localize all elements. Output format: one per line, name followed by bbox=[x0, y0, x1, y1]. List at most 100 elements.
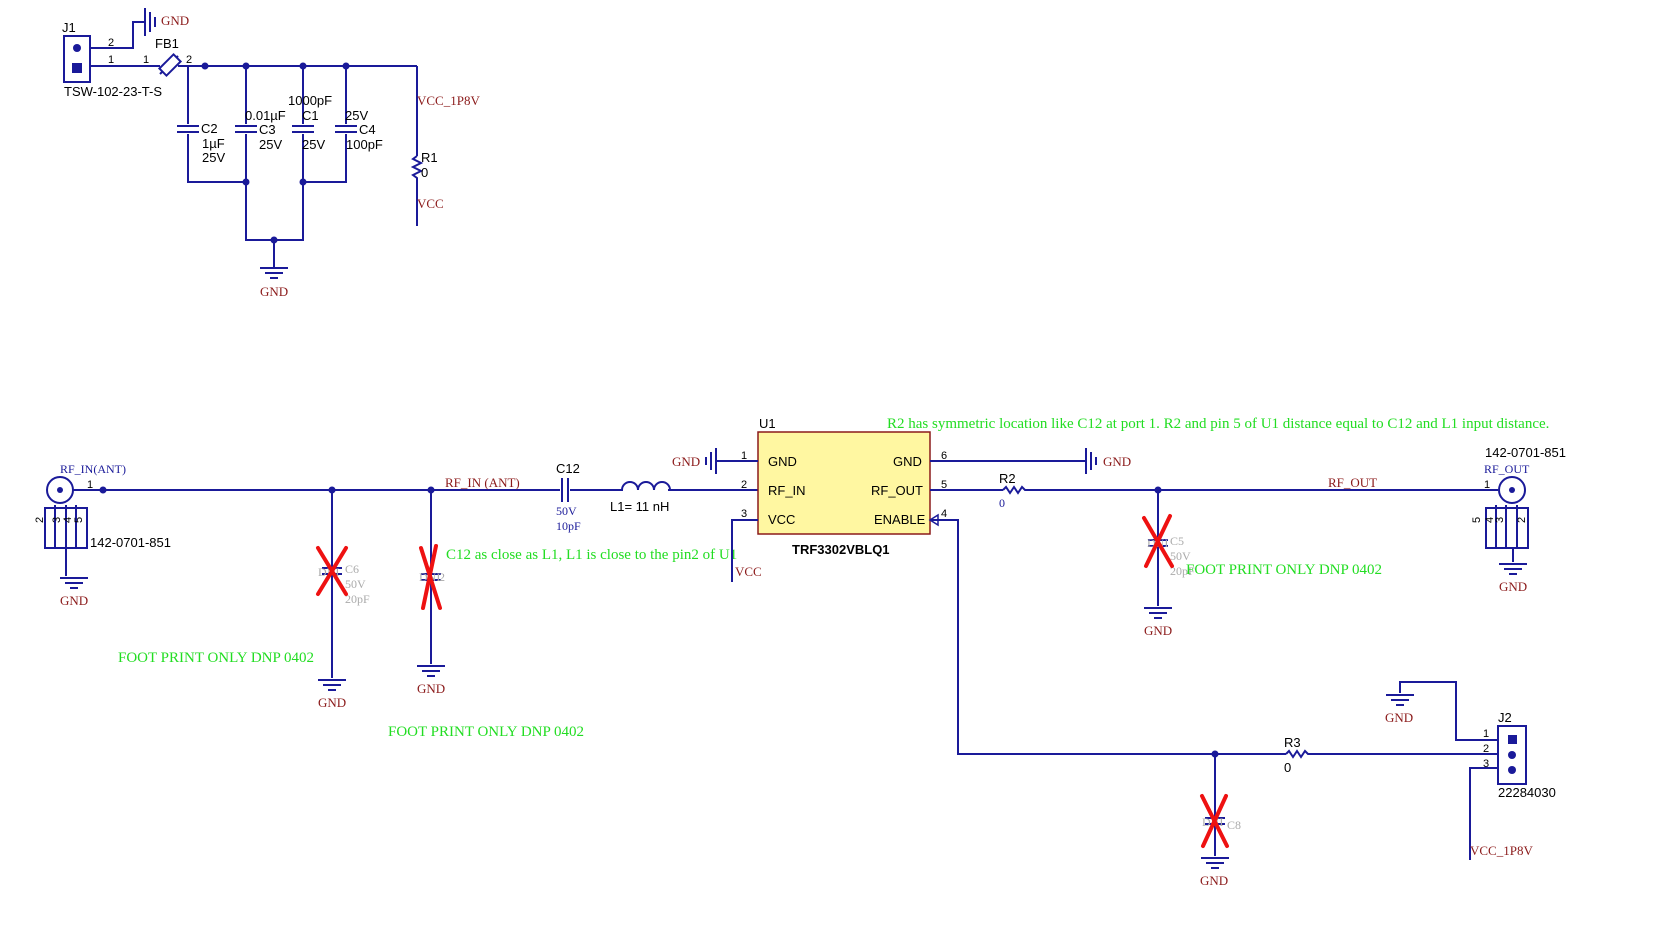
wire-u1-vcc bbox=[731, 519, 758, 582]
c2-voltage: 25V bbox=[202, 150, 225, 165]
note-footprint-c7: FOOT PRINT ONLY DNP 0402 bbox=[388, 724, 584, 740]
c6-voltage: 50V bbox=[345, 577, 366, 591]
fb1-pin2-num: 2 bbox=[186, 54, 192, 66]
ground-symbol-j2 bbox=[1386, 694, 1414, 706]
c8-ref: C8 bbox=[1227, 818, 1241, 832]
capacitor-c3[interactable] bbox=[235, 125, 257, 133]
wire-j2-vcc bbox=[1469, 767, 1498, 860]
junction-c2-gnd bbox=[242, 178, 250, 186]
gnd-label-power: GND bbox=[260, 284, 288, 299]
c4-voltage: 25V bbox=[345, 108, 368, 123]
c5-value: 20pF bbox=[1170, 564, 1195, 578]
gnd-label-jin: GND bbox=[60, 593, 88, 608]
r3-ref: R3 bbox=[1284, 735, 1301, 750]
j1-ref: J1 bbox=[62, 20, 76, 35]
net-rf-in-ant: RF_IN (ANT) bbox=[445, 475, 520, 490]
dnp-cross-c7 bbox=[419, 544, 442, 610]
r1-ref: R1 bbox=[421, 150, 438, 165]
rf-in-pin-5: 5 bbox=[73, 517, 85, 523]
u1-pin4-name: ENABLE bbox=[874, 512, 926, 527]
c2-value: 1µF bbox=[202, 136, 225, 151]
j1-connector[interactable] bbox=[63, 35, 91, 83]
capacitor-c1[interactable] bbox=[292, 125, 314, 133]
c7-ref: 2 bbox=[439, 570, 445, 584]
ferrite-bead-fb1[interactable] bbox=[157, 52, 183, 78]
u1-pin5-num: 5 bbox=[941, 479, 947, 491]
c3-voltage: 25V bbox=[259, 137, 282, 152]
wire-enable bbox=[930, 519, 1484, 755]
j2-pin3-num: 3 bbox=[1483, 758, 1489, 770]
c1-value: 1000pF bbox=[288, 93, 332, 108]
rf-out-pin-4: 4 bbox=[1484, 517, 1496, 523]
gnd-label-j2: GND bbox=[1385, 710, 1413, 725]
resistor-r3[interactable] bbox=[1285, 749, 1310, 759]
net-vcc-1p8v-j2: VCC_1P8V bbox=[1470, 843, 1533, 858]
rf-in-pin-4: 4 bbox=[62, 517, 74, 523]
gnd-label-c8: GND bbox=[1200, 873, 1228, 888]
rf-out-pin-2: 2 bbox=[1516, 517, 1528, 523]
rf-in-part: 142-0701-851 bbox=[90, 535, 171, 550]
dnp-cross-c5 bbox=[1142, 514, 1174, 568]
ground-symbol-jin bbox=[60, 577, 88, 589]
u1-pin1-name: GND bbox=[768, 454, 797, 469]
u1-part: TRF3302VBLQ1 bbox=[792, 542, 890, 557]
capacitor-c2[interactable] bbox=[177, 125, 199, 133]
wire-j1-gnd bbox=[90, 21, 145, 49]
resistor-r2[interactable] bbox=[1002, 485, 1027, 495]
r3-value: 0 bbox=[1284, 760, 1291, 775]
j1-pin2-num: 2 bbox=[108, 37, 114, 49]
r1-value: 0 bbox=[421, 165, 428, 180]
j2-part: 22284030 bbox=[1498, 785, 1556, 800]
u1-ref: U1 bbox=[759, 416, 776, 431]
rf-in-connector[interactable] bbox=[44, 476, 88, 549]
wire-j2-gnd bbox=[1399, 681, 1498, 741]
capacitor-c4[interactable] bbox=[335, 125, 357, 133]
c1-ref: C1 bbox=[302, 108, 319, 123]
fb1-ref: FB1 bbox=[155, 36, 179, 51]
gnd-label-u1-left: GND bbox=[672, 454, 700, 469]
note-footprint-c5: FOOT PRINT ONLY DNP 0402 bbox=[1186, 562, 1382, 578]
ground-symbol-u1-left bbox=[705, 448, 717, 474]
rf-out-part: 142-0701-851 bbox=[1485, 445, 1566, 460]
net-vcc-1p8v: VCC_1P8V bbox=[417, 93, 480, 108]
rf-out-pin-3: 3 bbox=[1494, 517, 1506, 523]
c4-value: 100pF bbox=[346, 137, 383, 152]
inductor-l1[interactable] bbox=[610, 481, 672, 491]
gnd-label-c6: GND bbox=[318, 695, 346, 710]
j2-pin1-num: 1 bbox=[1483, 728, 1489, 740]
j1-pin1-num: 1 bbox=[108, 54, 114, 66]
c6-ref: C6 bbox=[345, 562, 359, 576]
junction-fb1 bbox=[201, 62, 209, 70]
junction-jin bbox=[99, 486, 107, 494]
resistor-r1[interactable] bbox=[410, 155, 424, 182]
c12-ref: C12 bbox=[556, 461, 580, 476]
net-vcc-u1: VCC bbox=[735, 564, 762, 579]
r2-value: 0 bbox=[999, 496, 1005, 510]
ground-symbol-c5 bbox=[1144, 607, 1172, 619]
ground-symbol-top bbox=[144, 8, 156, 36]
rf-out-connector[interactable] bbox=[1485, 476, 1529, 549]
j1-part: TSW-102-23-T-S bbox=[64, 84, 162, 99]
capacitor-c12[interactable] bbox=[561, 478, 569, 502]
note-footprint-c6: FOOT PRINT ONLY DNP 0402 bbox=[118, 650, 314, 666]
l1-label: L1= 11 nH bbox=[610, 499, 669, 514]
r2-ref: R2 bbox=[999, 471, 1016, 486]
gnd-label-c5: GND bbox=[1144, 623, 1172, 638]
j2-connector[interactable] bbox=[1497, 725, 1527, 785]
rf-in-connector-net: RF_IN(ANT) bbox=[60, 462, 126, 476]
gnd-label-u1-right: GND bbox=[1103, 454, 1131, 469]
ic-u1[interactable] bbox=[757, 431, 931, 535]
u1-pin1-num: 1 bbox=[741, 450, 747, 462]
dnp-cross-c6 bbox=[316, 546, 348, 596]
rf-out-pin-5: 5 bbox=[1471, 517, 1483, 523]
u1-pin4-num: 4 bbox=[941, 508, 947, 520]
c4-ref: C4 bbox=[359, 122, 376, 137]
ground-symbol-c8 bbox=[1201, 857, 1229, 869]
u1-pin5-name: RF_OUT bbox=[871, 483, 923, 498]
wire-c4 bbox=[303, 66, 347, 183]
gnd-label-top: GND bbox=[161, 13, 189, 28]
wire-c2 bbox=[187, 66, 246, 183]
ground-symbol-power bbox=[260, 267, 288, 279]
ground-symbol-c7 bbox=[417, 665, 445, 677]
